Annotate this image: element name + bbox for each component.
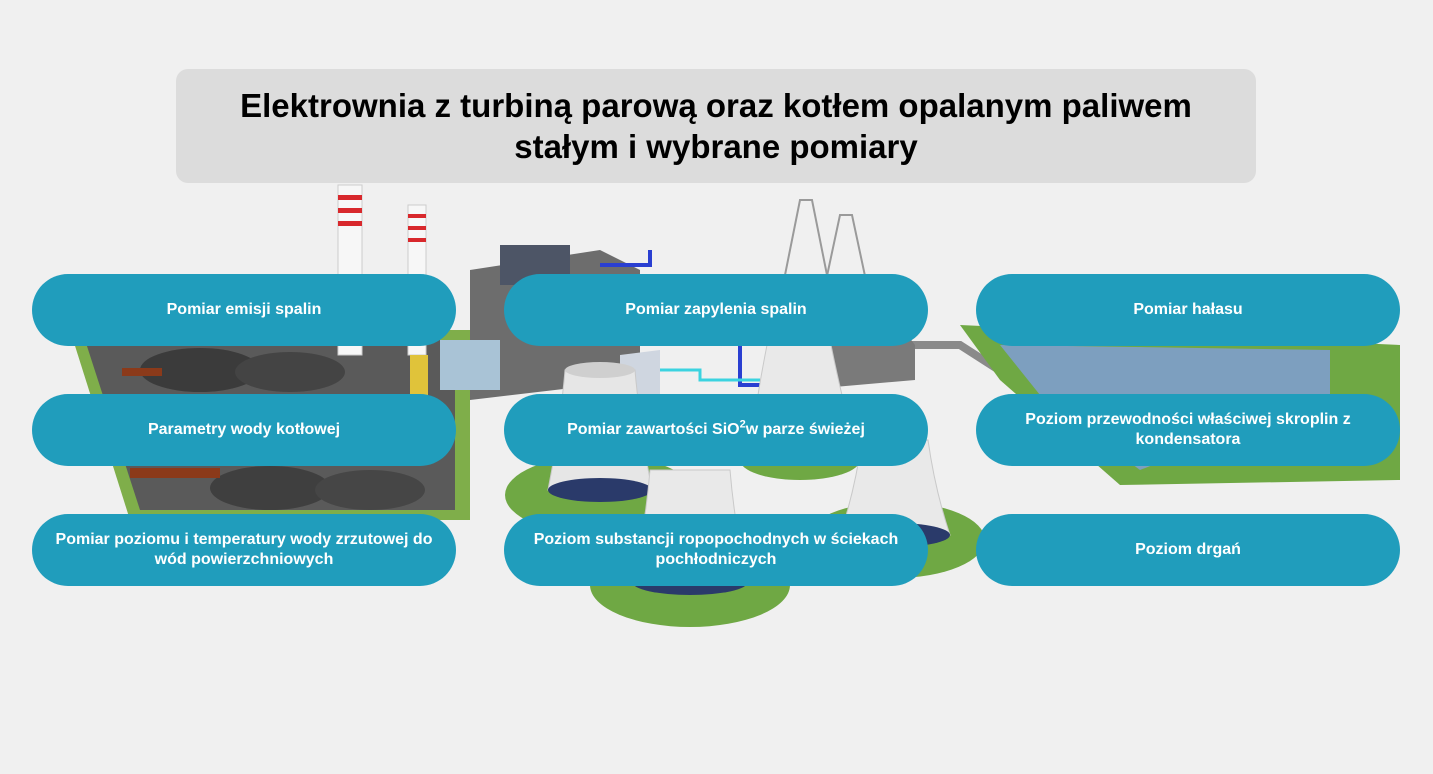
coal-heap bbox=[235, 352, 345, 392]
chimney-stripe bbox=[408, 238, 426, 242]
coal-heap bbox=[140, 348, 260, 392]
woda-zrzutowa-button[interactable]: Pomiar poziomu i temperatury wody zrzuto… bbox=[32, 514, 456, 586]
chimney-stripe bbox=[408, 214, 426, 218]
rail-wagon bbox=[122, 368, 162, 376]
cooling-tower-top bbox=[565, 362, 635, 378]
button-label-sub: 2 bbox=[739, 418, 746, 431]
woda-kotlowa-button[interactable]: Parametry wody kotłowej bbox=[32, 394, 456, 466]
chimney-stripe bbox=[338, 195, 362, 200]
button-label: Pomiar hałasu bbox=[1133, 301, 1243, 318]
sio2-para-button[interactable]: Pomiar zawartości SiO2w parze świeżej bbox=[504, 394, 928, 466]
emisja-spalin-button[interactable]: Pomiar emisji spalin bbox=[32, 274, 456, 346]
button-label: Pomiar poziomu i temperatury wody zrzuto… bbox=[55, 531, 433, 568]
chimney-stripe bbox=[338, 208, 362, 213]
drgania-button[interactable]: Poziom drgań bbox=[976, 514, 1400, 586]
tank bbox=[410, 355, 428, 395]
cooling-tower bbox=[757, 339, 843, 396]
chimney-stripe bbox=[338, 221, 362, 226]
button-label-post: w parze świeżej bbox=[745, 421, 865, 438]
coal-heap bbox=[315, 470, 425, 510]
button-label: Poziom przewodności właściwej skroplin z… bbox=[1025, 411, 1351, 448]
annex-building bbox=[440, 340, 500, 390]
button-label: Pomiar zawartości SiO2w parze świeżej bbox=[567, 418, 865, 440]
chimney-stripe bbox=[408, 226, 426, 230]
pipe bbox=[600, 250, 652, 267]
ropopochodne-button[interactable]: Poziom substancji ropopochodnych w ściek… bbox=[504, 514, 928, 586]
page-title-line-1: Elektrownia z turbiną parową oraz kotłem… bbox=[240, 87, 1192, 124]
rail-wagon bbox=[130, 468, 220, 478]
page-title-line-2: stałym i wybrane pomiary bbox=[514, 128, 918, 165]
pipe bbox=[640, 368, 760, 382]
przewodnosc-skroplin-button[interactable]: Poziom przewodności właściwej skroplin z… bbox=[976, 394, 1400, 466]
zapylenie-spalin-button[interactable]: Pomiar zapylenia spalin bbox=[504, 274, 928, 346]
title-banner: Elektrownia z turbiną parową oraz kotłem… bbox=[176, 69, 1256, 183]
button-label: Pomiar zapylenia spalin bbox=[625, 301, 807, 318]
button-label: Pomiar emisji spalin bbox=[166, 301, 322, 318]
button-label: Parametry wody kotłowej bbox=[147, 421, 341, 438]
page-title: Elektrownia z turbiną parową oraz kotłem… bbox=[240, 85, 1192, 167]
coal-heap bbox=[210, 466, 330, 510]
cooling-tower-base bbox=[548, 478, 652, 502]
button-label: Poziom substancji ropopochodnych w ściek… bbox=[533, 531, 899, 568]
button-label-pre: Pomiar zawartości SiO bbox=[567, 421, 740, 438]
button-label: Poziom drgań bbox=[1135, 541, 1241, 558]
halas-button[interactable]: Pomiar hałasu bbox=[976, 274, 1400, 346]
